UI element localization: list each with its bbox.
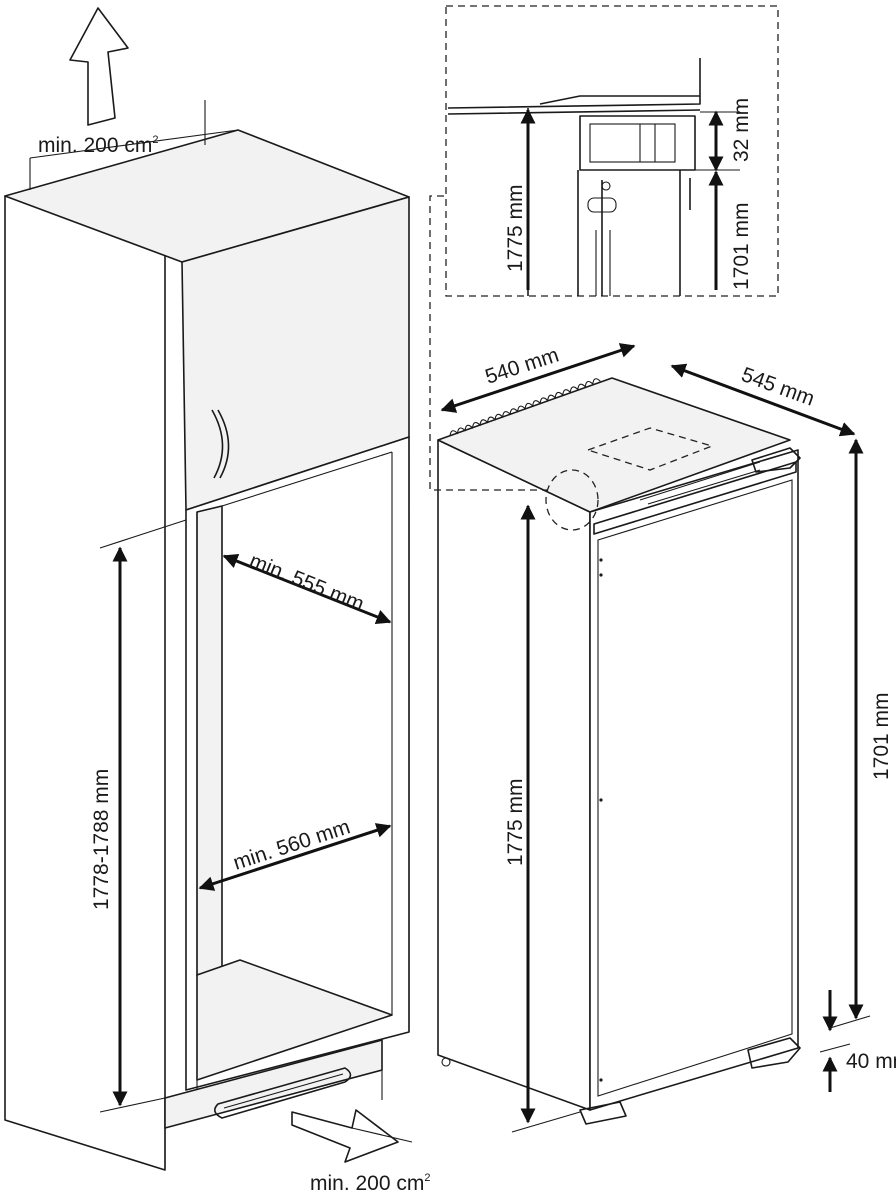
detail-panel xyxy=(577,170,691,296)
dim-appliance-depth xyxy=(670,363,856,437)
door-handle xyxy=(211,409,224,479)
detail-box xyxy=(445,5,779,297)
door-handle-back xyxy=(217,409,230,479)
label-appliance-depth: 545 mm xyxy=(738,363,817,411)
label-door-height: 1701 mm xyxy=(870,692,893,780)
cabinet-drawing xyxy=(4,100,410,1171)
top-hinge xyxy=(751,447,801,473)
label-vent-bottom: min. 200 cm2 xyxy=(310,1172,431,1195)
label-detail-offset: 32 mm xyxy=(730,98,753,162)
vent-arrow-bottom xyxy=(291,1109,413,1163)
vent-arrow-top xyxy=(69,7,129,126)
plinth-vent xyxy=(214,1067,352,1119)
dim-appliance-width xyxy=(440,343,636,413)
label-detail-height: 1775 mm xyxy=(504,184,527,272)
top-hinge-rail xyxy=(593,461,797,535)
hinge-holes xyxy=(599,558,603,1082)
bottom-hinge xyxy=(747,1037,801,1069)
niche-left-wall xyxy=(196,505,223,976)
detail-circle xyxy=(545,469,599,531)
appliance-front xyxy=(589,449,799,1111)
appliance-door xyxy=(597,479,793,1097)
detail-hinge-plate xyxy=(447,58,701,115)
dim-niche-depth xyxy=(222,554,392,624)
appliance-side xyxy=(437,439,591,1111)
label-bottom-gap: 40 mm xyxy=(846,1050,896,1073)
label-vent-top: min. 200 cm2 xyxy=(38,134,159,157)
dim-niche-width xyxy=(198,823,392,891)
label-detail-door-height: 1701 mm xyxy=(730,202,753,290)
label-niche-height: 1778-1788 mm xyxy=(90,769,113,910)
label-appliance-height: 1775 mm xyxy=(504,778,527,866)
niche-inner-edges xyxy=(196,437,410,1090)
top-recess xyxy=(585,427,715,471)
cabinet-side-panel xyxy=(4,195,166,1171)
appliance-drawing xyxy=(437,377,801,1125)
niche-floor xyxy=(196,959,393,1081)
appliance-foot xyxy=(579,1101,627,1125)
